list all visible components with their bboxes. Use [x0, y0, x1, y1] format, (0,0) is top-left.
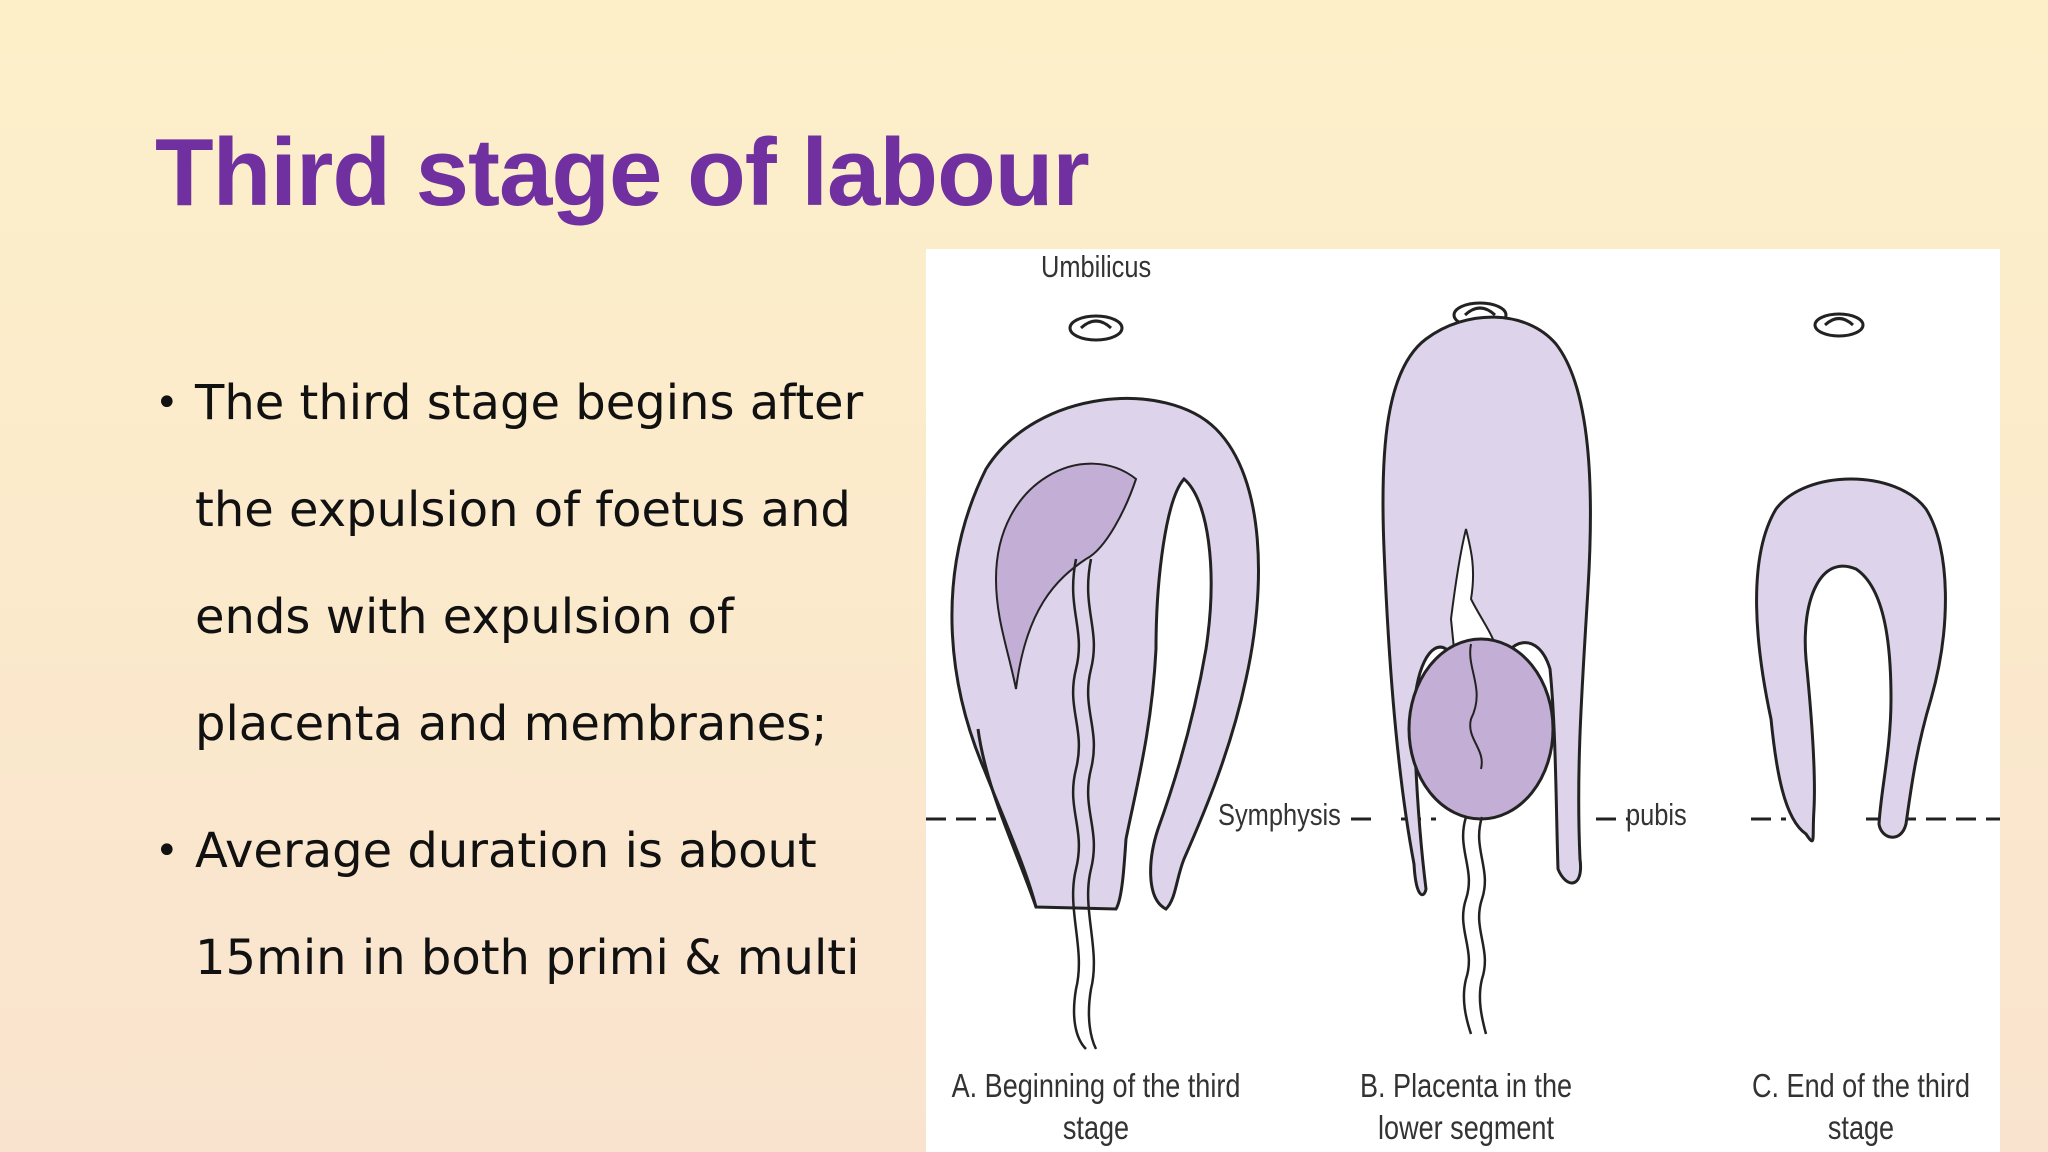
umbilical-cord	[1461, 816, 1488, 1035]
caption-a: A. Beginning of the third stage	[951, 1067, 1241, 1146]
label-pubis: pubis	[1626, 797, 1687, 832]
umbilicus-icon	[1813, 312, 1865, 338]
slide-title: Third stage of labour	[155, 119, 1090, 226]
umbilicus-icon	[1068, 314, 1124, 342]
illustration-drawing	[926, 301, 2000, 1050]
label-umbilicus: Umbilicus	[1041, 249, 1152, 284]
uterus-illustration: Umbilicus Symphysis pubis A. Beginning o…	[926, 249, 2000, 1152]
uterus-a	[950, 396, 1260, 1050]
label-symphysis: Symphysis	[1218, 797, 1341, 832]
bullet-item: Average duration is about 15min in both …	[155, 798, 915, 1012]
bullet-item: The third stage begins after the expulsi…	[155, 350, 915, 778]
uterus-b	[1381, 315, 1592, 1035]
bullet-list: The third stage begins after the expulsi…	[155, 350, 915, 1032]
umbilical-cord	[1071, 558, 1098, 1050]
uterus-c	[1755, 477, 1947, 843]
caption-b: B. Placenta in the lower segment	[1359, 1067, 1573, 1146]
caption-c: C. End of the third stage	[1751, 1067, 1971, 1146]
